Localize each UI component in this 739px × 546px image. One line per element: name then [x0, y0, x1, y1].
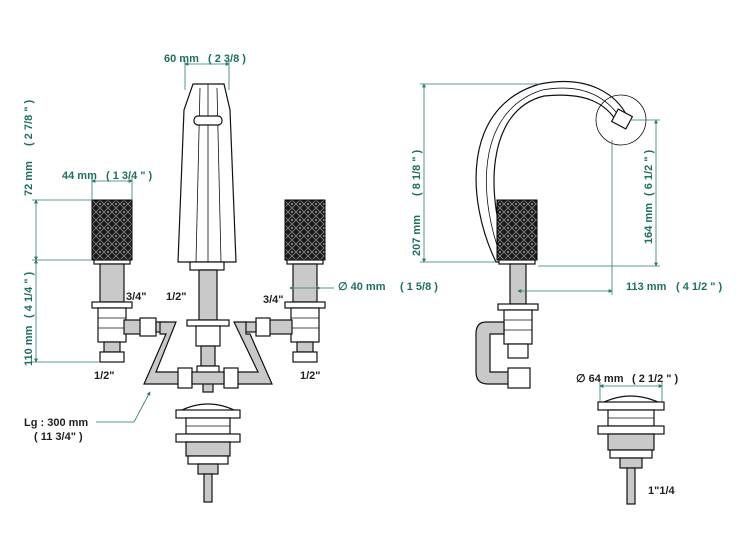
side-handle-base — [498, 259, 536, 265]
side-hose-fitting — [507, 367, 531, 389]
front-drain-assembly — [175, 403, 241, 503]
side-handle — [496, 199, 538, 261]
total-height-label: 207 mm — [411, 215, 423, 256]
right-handle — [243, 199, 326, 363]
total-height-inch-label: ( 8 1/8 " ) — [411, 149, 423, 196]
hose-length-label: Lg : 300 mm — [24, 417, 88, 429]
reach-inch-label: ( 4 1/2 " ) — [676, 281, 723, 293]
connector-hoses — [143, 321, 273, 389]
side-spout — [475, 80, 647, 263]
drain-thread-label: 1"1/4 — [648, 485, 676, 497]
left-handle — [91, 199, 167, 363]
spout-width-inch-label: ( 2 3/8 ) — [208, 53, 246, 65]
side-nut-bottom — [507, 343, 529, 359]
handle-width-inch-label: ( 1 3/4 " ) — [106, 170, 153, 182]
hole-diameter-inch-label: ( 1 5/8 ) — [400, 281, 438, 293]
body-height-inch-label: ( 4 1/4 " ) — [23, 271, 35, 318]
handle-height-label: 72 mm — [23, 161, 35, 196]
drain-view: ∅ 64 mm ( 2 1/2 " ) 1"1/4 — [576, 373, 679, 505]
reach-label: 113 mm — [626, 281, 667, 293]
hose-callout-line — [96, 391, 151, 423]
side-body — [503, 309, 533, 345]
outlet-height-inch-label: ( 6 1/2 " ) — [643, 149, 655, 196]
side-shank — [509, 263, 527, 305]
body-height-label: 110 mm — [23, 325, 35, 366]
drain-diameter-label: ∅ 64 mm — [576, 373, 624, 385]
left-thread-top-label: 3/4" — [126, 291, 147, 303]
hose-length-inch-label: ( 11 3/4" ) — [34, 431, 83, 443]
side-view: 207 mm ( 8 1/8 " ) 164 mm ( 6 1/2 " ) 11… — [411, 80, 723, 389]
drain-diameter-inch-label: ( 2 1/2 " ) — [632, 373, 679, 385]
side-nut-top — [497, 303, 539, 311]
outlet-height-label: 164 mm — [643, 203, 655, 244]
front-view: 60 mm ( 2 3/8 ) — [23, 53, 438, 503]
front-spout — [177, 83, 237, 393]
center-thread-label: 1/2" — [166, 291, 187, 303]
spout-width-label: 60 mm — [164, 53, 199, 65]
handle-height-inch-label: ( 2 7/8 " ) — [23, 99, 35, 146]
right-thread-bottom-label: 1/2" — [300, 370, 321, 382]
hole-diameter-label: ∅ 40 mm — [338, 281, 386, 293]
handle-width-label: 44 mm — [62, 170, 97, 182]
left-thread-bottom-label: 1/2" — [94, 370, 115, 382]
right-thread-top-label: 3/4" — [263, 294, 284, 306]
